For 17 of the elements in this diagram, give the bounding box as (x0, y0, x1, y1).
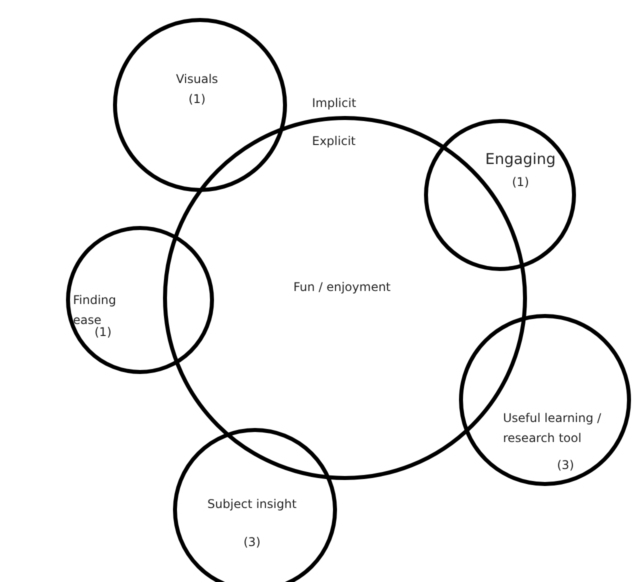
count-label: (3) (242, 535, 262, 549)
venn-circle (423, 118, 577, 272)
count-label: (1) (511, 175, 530, 189)
venn-circle (458, 313, 632, 487)
count-label: (3) (556, 458, 575, 472)
venn-circle (65, 225, 215, 375)
circle-label: Visuals (174, 72, 220, 86)
circle-label: Finding ease (73, 292, 118, 327)
circle-label: Useful learning / research tool (503, 410, 602, 447)
venn-circle (112, 17, 288, 193)
count-label: (1) (94, 325, 112, 339)
circle-label: Fun / enjoyment (292, 280, 392, 294)
region-label: Implicit (312, 96, 356, 110)
circle-label: Engaging (484, 150, 557, 168)
region-label: Explicit (312, 134, 356, 148)
count-label: (1) (188, 92, 206, 106)
circle-label: Subject insight (206, 497, 298, 511)
